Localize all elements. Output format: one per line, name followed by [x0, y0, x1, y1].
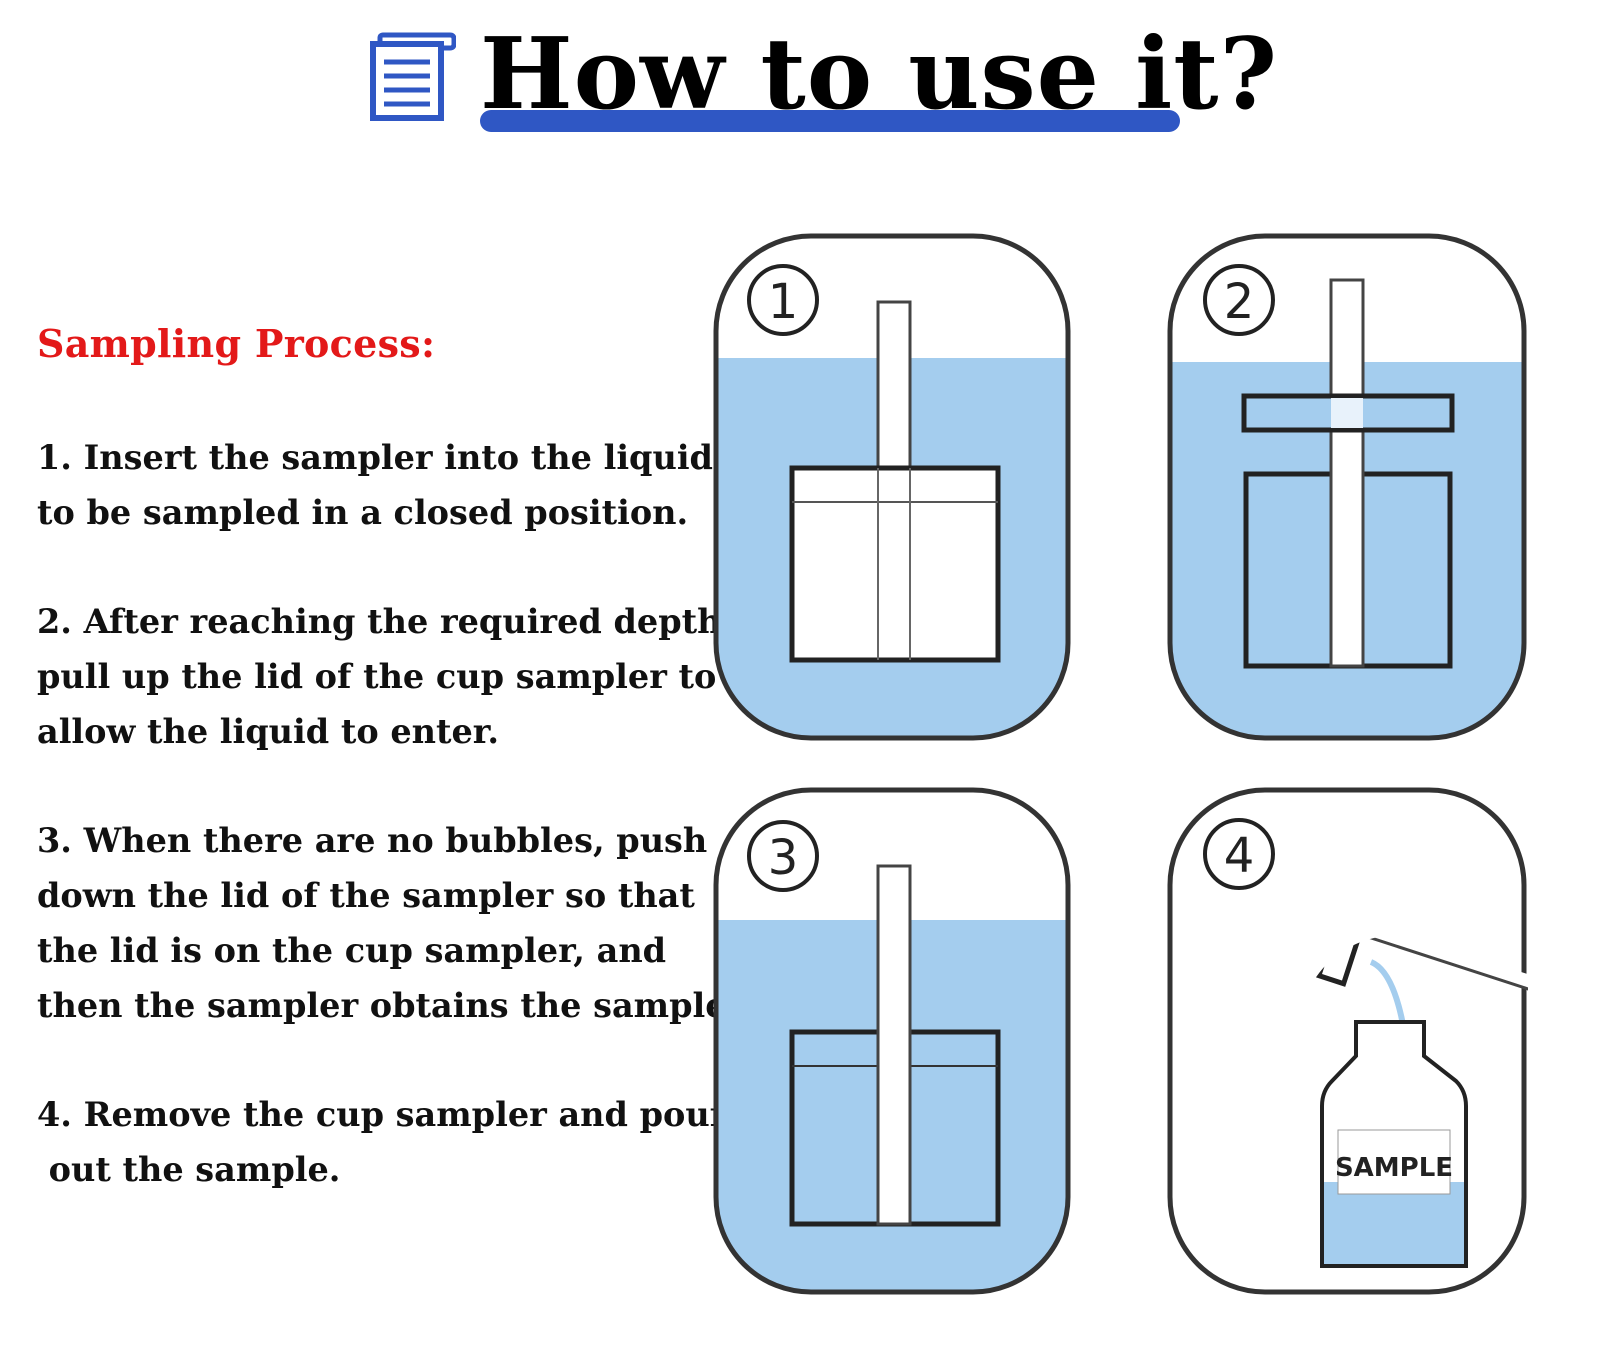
- panel-frame: [713, 787, 1071, 1295]
- document-icon: [370, 32, 456, 121]
- step-line: allow the liquid to enter.: [37, 712, 500, 751]
- step-3: 3. When there are no bubbles, push down …: [37, 813, 739, 1033]
- diagram-panel-1: 1: [712, 232, 1072, 742]
- step-line: the lid is on the cup sampler, and: [37, 931, 667, 970]
- sampler-cup: [789, 465, 1001, 663]
- bottle-liquid: [1324, 1182, 1464, 1264]
- step-line: 4. Remove the cup sampler and pour: [37, 1095, 728, 1134]
- title-underline: [480, 110, 1180, 132]
- bottle-label: [1337, 1129, 1451, 1195]
- step-line: to be sampled in a closed position.: [37, 493, 689, 532]
- step-line: 3. When there are no bubbles, push: [37, 821, 708, 860]
- bottle-label-text: SAMPLE: [1335, 1153, 1453, 1183]
- page-header: How to use it?: [370, 17, 1277, 132]
- diagram-panel-2: 2: [1166, 232, 1528, 742]
- diagram-panel-4: SAMPLE 4: [1166, 786, 1528, 1296]
- step-line: out the sample.: [37, 1150, 341, 1189]
- panel-frame: [713, 233, 1071, 741]
- step-1: 1. Insert the sampler into the liquid to…: [37, 430, 727, 540]
- instructions: Sampling Process: 1. Insert the sampler …: [37, 320, 739, 1251]
- step-4: 4. Remove the cup sampler and pour out t…: [37, 1087, 727, 1197]
- step-number-badge: [747, 820, 819, 892]
- step-number-badge: [1203, 818, 1275, 890]
- step-line: then the sampler obtains the sample.: [37, 986, 739, 1025]
- step-line: 1. Insert the sampler into the liquid: [37, 438, 713, 477]
- page-title: How to use it?: [480, 17, 1278, 132]
- section-title: Sampling Process:: [37, 321, 436, 366]
- sampler-rod: [876, 864, 912, 1226]
- step-number: 2: [1224, 274, 1255, 330]
- sampler-rod: [1329, 278, 1365, 668]
- step-line: 2. After reaching the required depth,: [37, 602, 734, 641]
- step-number: 1: [768, 274, 799, 330]
- panel-frame: [1167, 233, 1527, 741]
- step-number: 3: [768, 830, 799, 886]
- step-number-badge: [747, 264, 819, 336]
- diagram-panel-3: 3: [712, 786, 1072, 1296]
- step-2: 2. After reaching the required depth, pu…: [37, 594, 734, 759]
- step-number: 4: [1224, 828, 1255, 884]
- step-line: down the lid of the sampler so that: [37, 876, 695, 915]
- step-line: pull up the lid of the cup sampler to: [37, 657, 717, 696]
- step-number-badge: [1203, 264, 1275, 336]
